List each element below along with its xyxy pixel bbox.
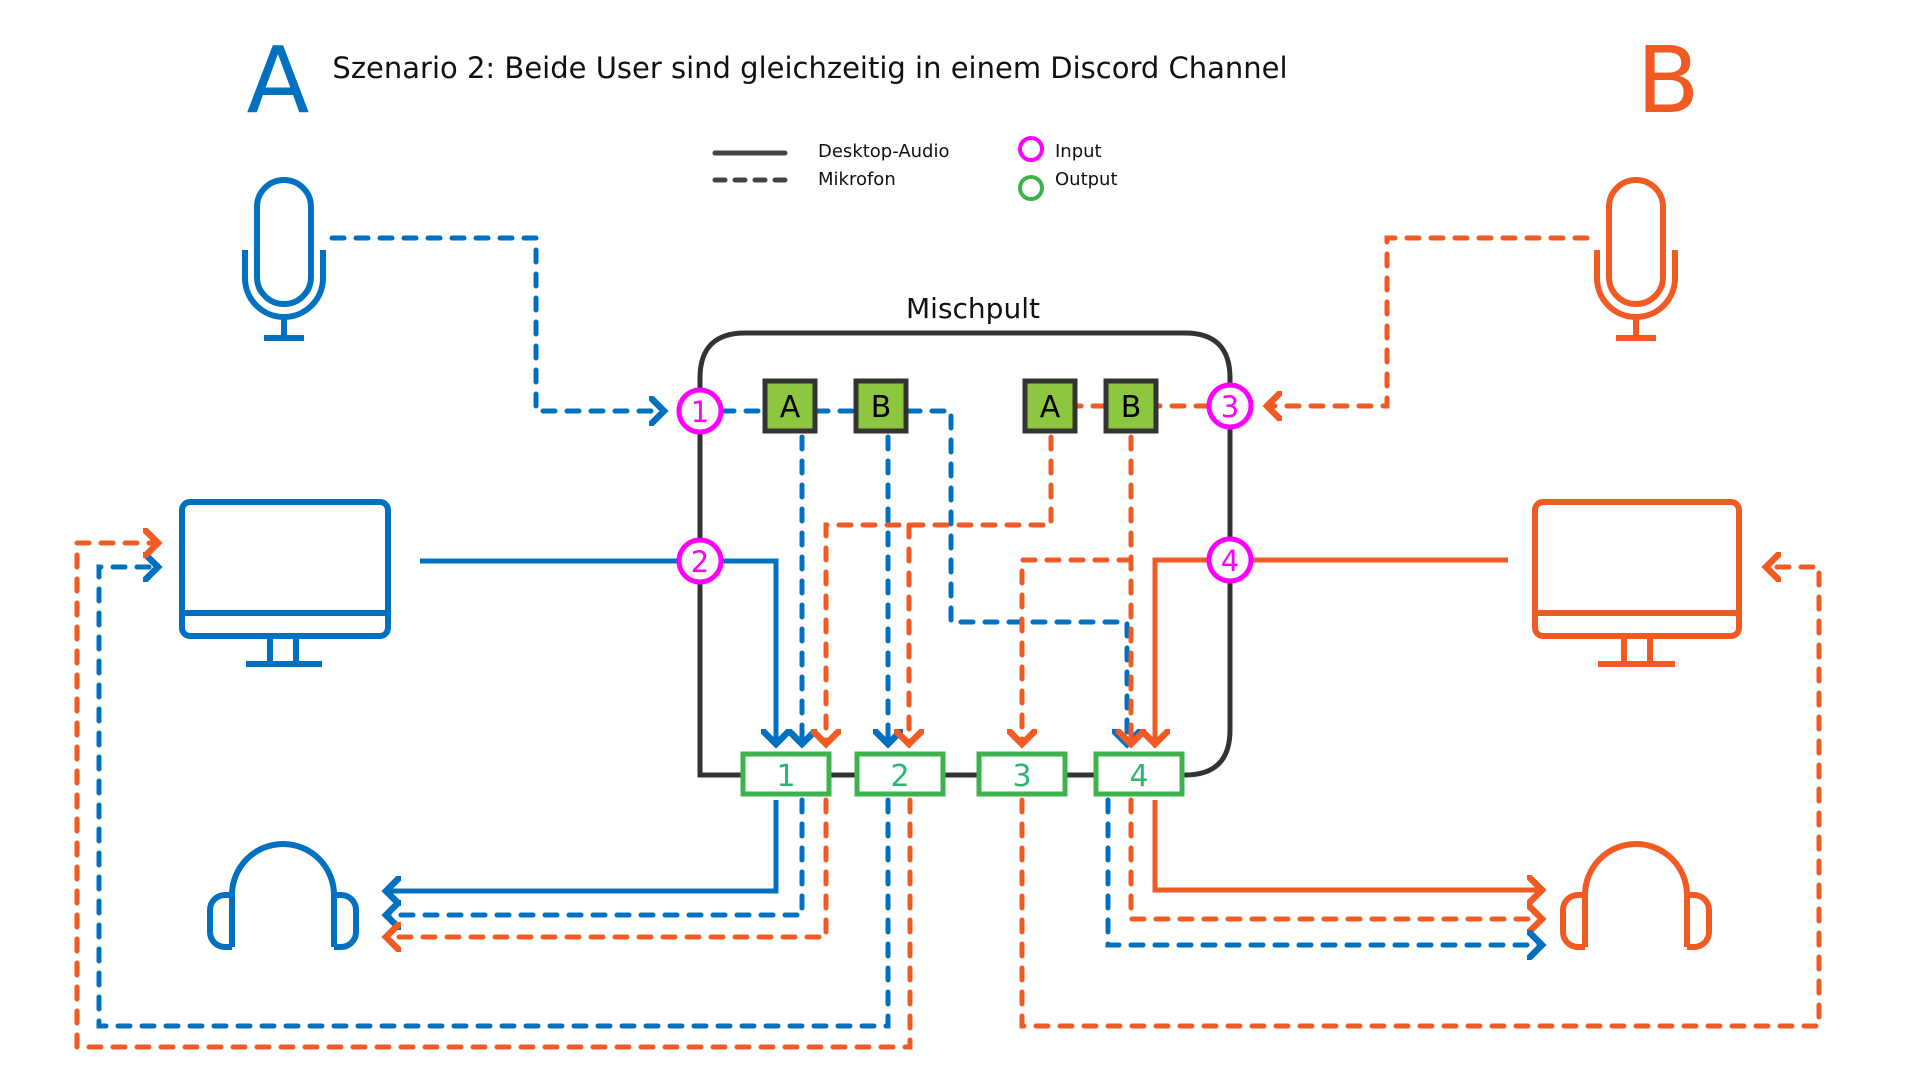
wire-output-4-to-headphones-b-desktop	[1152, 800, 1542, 890]
microphone-b-icon	[1594, 177, 1678, 341]
bus-right-b: B	[1103, 378, 1159, 434]
wire-input-2-to-output-1	[722, 558, 776, 744]
legend-desktop-audio: Desktop-Audio	[818, 141, 950, 162]
legend-output-circle	[1018, 175, 1044, 201]
microphone-a-icon	[242, 177, 326, 341]
bus-left-b: B	[853, 378, 909, 434]
legend-input: Input	[1055, 141, 1102, 162]
connections	[74, 235, 1822, 1050]
svg-text:4: 4	[1221, 544, 1239, 578]
svg-text:3: 3	[1012, 759, 1031, 794]
wire-bus-a-right-route	[826, 434, 1054, 744]
output-2: 2	[854, 751, 946, 797]
wire-output-1-to-headphones-a-mic-a	[386, 797, 805, 915]
svg-text:A: A	[780, 390, 801, 425]
legend: Desktop-Audio Mikrofon Input Output	[712, 136, 1118, 201]
wire-output-2-to-monitor-a-blue	[96, 567, 891, 1029]
bus-left-a: A	[762, 378, 818, 434]
svg-text:B: B	[871, 390, 892, 425]
wire-mic-a-to-input-1	[329, 235, 664, 411]
legend-input-circle	[1018, 136, 1044, 162]
monitor-b-icon	[1532, 499, 1742, 667]
svg-text:2: 2	[890, 759, 909, 794]
wire-output-3-to-monitor-b	[1019, 567, 1822, 1029]
output-4: 4	[1093, 751, 1185, 797]
output-1: 1	[740, 751, 832, 797]
monitor-a-icon	[179, 499, 391, 667]
wire-input-4-to-output-4	[1155, 557, 1208, 744]
wire-output-1-to-headphones-a-desktop	[386, 800, 779, 891]
input-4: 4	[1206, 536, 1254, 584]
svg-text:2: 2	[691, 545, 709, 579]
svg-text:B: B	[1121, 390, 1142, 425]
wire-output-4-to-headphones-b-mic-b	[1128, 797, 1542, 919]
headphones-a-icon	[207, 841, 359, 950]
svg-text:4: 4	[1129, 759, 1148, 794]
mixer-box	[697, 330, 1233, 778]
wire-output-2-to-monitor-a-orange	[74, 543, 913, 1050]
legend-mikrofon: Mikrofon	[818, 169, 896, 190]
mixer-title: Mischpult	[906, 292, 1040, 325]
input-3: 3	[1206, 382, 1254, 430]
bus-right-a: A	[1022, 378, 1078, 434]
wire-bus-b-a-route	[905, 408, 1127, 744]
user-b-label: B	[1636, 27, 1699, 134]
svg-text:1: 1	[776, 759, 795, 794]
svg-text:3: 3	[1221, 390, 1239, 424]
wire-bus-b-right-to-output-3	[1022, 557, 1134, 744]
wire-output-1-to-headphones-a-mic-b	[386, 797, 829, 937]
svg-text:1: 1	[691, 395, 709, 429]
input-2: 2	[676, 537, 724, 585]
diagram-title: Szenario 2: Beide User sind gleichzeitig…	[332, 51, 1287, 85]
legend-output: Output	[1055, 169, 1118, 190]
wire-mic-b-to-input-3	[1267, 235, 1590, 406]
input-1: 1	[676, 387, 724, 435]
wire-output-4-to-headphones-b-mic-a	[1105, 797, 1542, 945]
output-3: 3	[976, 751, 1068, 797]
svg-text:A: A	[1040, 390, 1061, 425]
headphones-b-icon	[1560, 841, 1712, 950]
user-a-label: A	[247, 27, 310, 134]
